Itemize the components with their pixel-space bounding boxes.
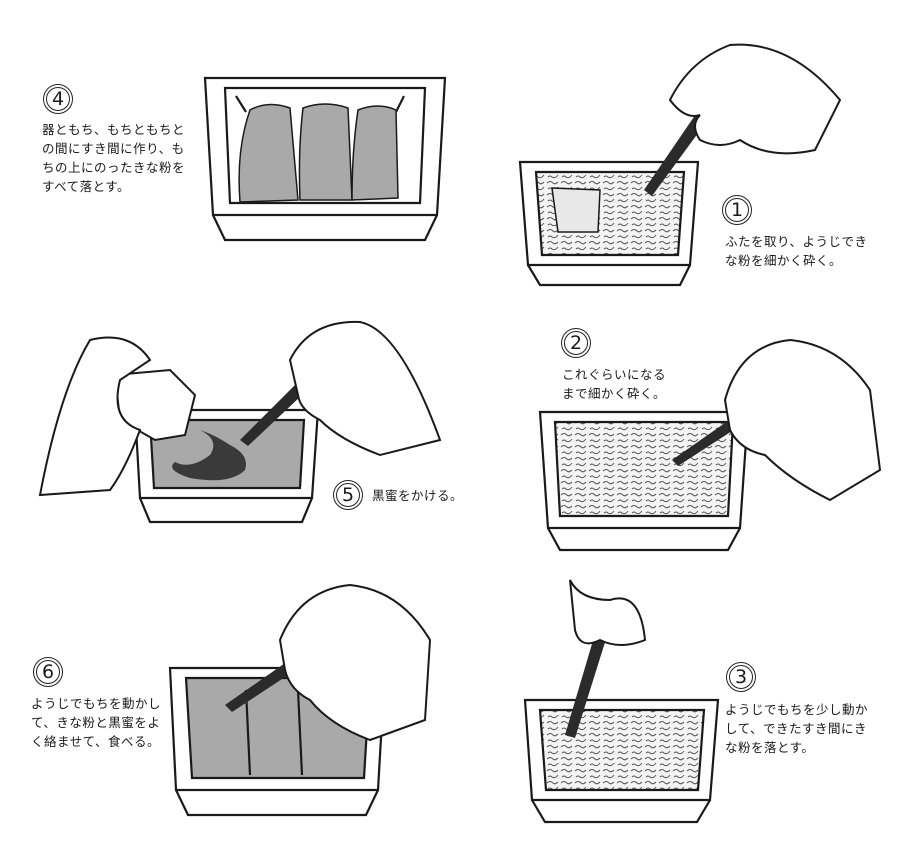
syrup [172, 430, 246, 481]
hand-icon [569, 579, 647, 646]
step-2-caption: これぐらいになる まで細かく砕く。 [562, 367, 667, 401]
step-3-caption: ようじでもちを少し動か して、できたすき間にき な粉を落とす。 [725, 702, 869, 755]
step-6-illustration [168, 583, 432, 817]
step-5-illustration [38, 320, 442, 524]
step-1-number: 1 [722, 195, 752, 225]
tray-icon [518, 160, 700, 287]
step-2-illustration [538, 338, 882, 552]
mochi-pieces [238, 103, 399, 203]
step-3-number: 3 [726, 662, 756, 692]
step-4-number: 4 [43, 84, 73, 114]
hand-icon [278, 583, 432, 742]
hand-icon [288, 320, 442, 457]
step-5-number: 5 [333, 480, 363, 510]
hand-icon [38, 336, 152, 497]
step-5-caption: 黒蜜をかける。 [372, 488, 464, 503]
hand-icon [668, 43, 842, 155]
step-6-number: 6 [33, 657, 63, 687]
step-4-illustration [203, 76, 447, 242]
tray-icon [523, 698, 720, 824]
step-6-caption: ようじでもちを動かし て、きな粉と黒蜜をよ く絡ませて、食べる。 [31, 696, 162, 749]
mochi-corner [551, 187, 601, 233]
step-1-caption: ふたを取り、ようじでき な粉を細かく砕く。 [725, 234, 868, 268]
step-4-caption: 器ともち、もちともちと の間にすき間に作り、も ちの上にのったきな粉を すべて落… [42, 122, 186, 194]
step-1-illustration [518, 43, 842, 287]
tray-icon [538, 410, 750, 552]
hand-icon [723, 338, 882, 502]
step-2-number: 2 [561, 328, 591, 358]
step-3-illustration [523, 579, 720, 824]
